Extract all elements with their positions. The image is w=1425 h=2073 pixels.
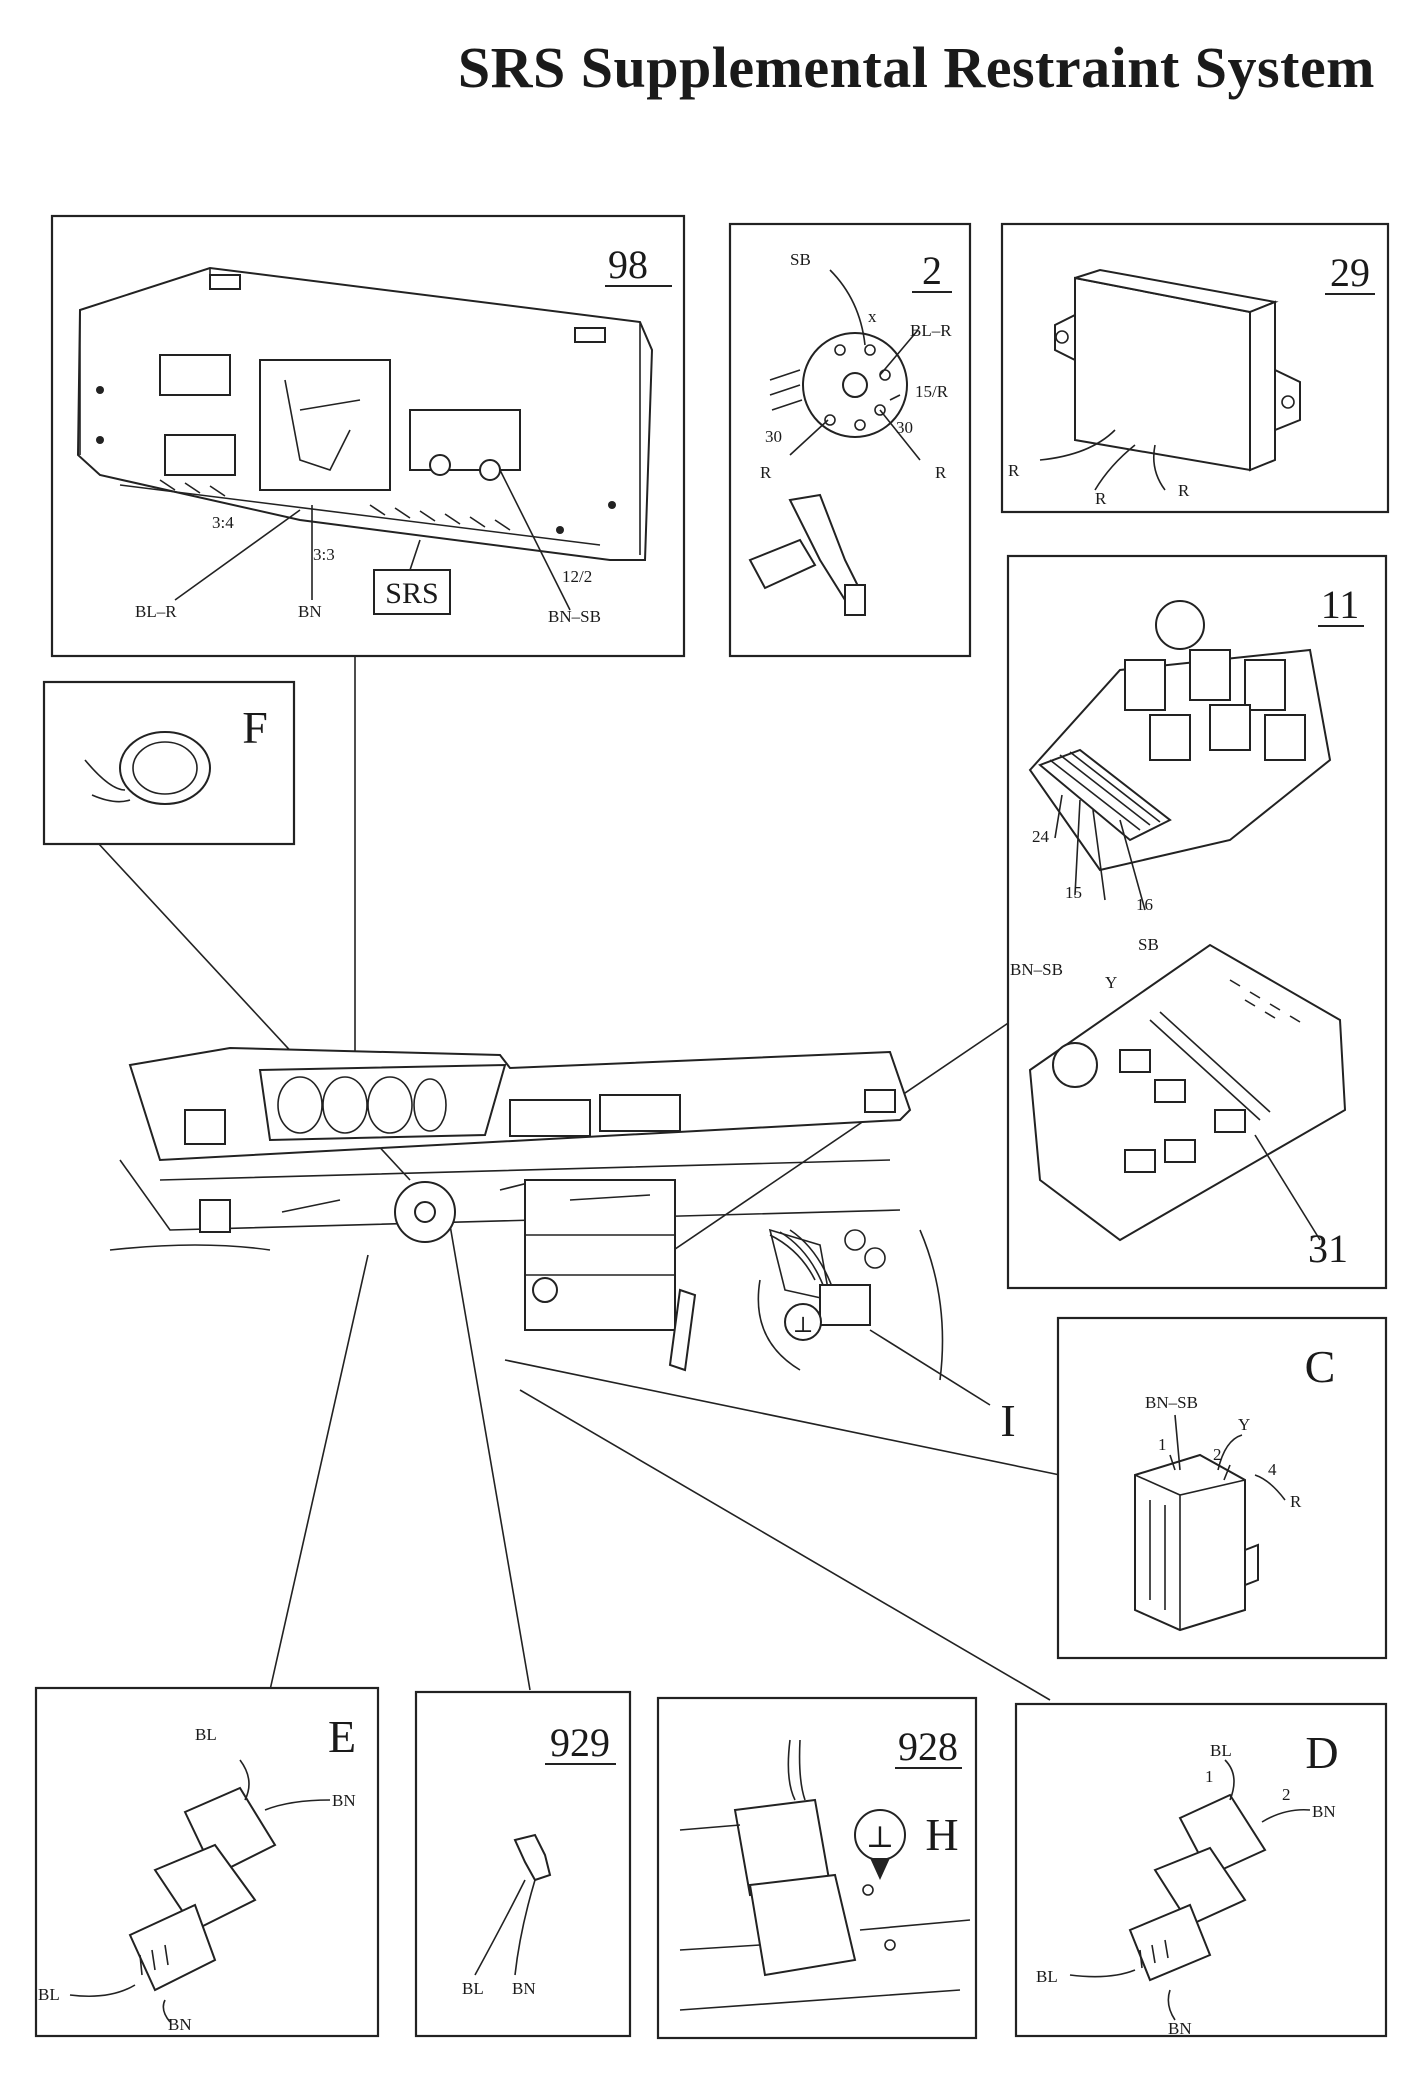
wire-r1-label: R — [1008, 461, 1020, 480]
wire-bn-bottom-label: BN — [1168, 2019, 1192, 2038]
panel-98-instrument-cluster: 98 3:4 3:3 BL–R BN SRS 12/2 BN–SB — [50, 214, 686, 658]
page-title: SRS Supplemental Restraint System — [457, 35, 1375, 100]
wire-y-label: Y — [1238, 1415, 1250, 1434]
wire-bn-top-label: BN — [1312, 1802, 1336, 1821]
ground-symbol-icon: ⊥ — [793, 1312, 814, 1337]
pin-24-label: 24 — [1032, 827, 1050, 846]
panel-929-number: 929 — [550, 1720, 610, 1765]
wire-bn-sb-label: BN–SB — [1145, 1393, 1198, 1412]
wire-r-right-label: R — [935, 463, 947, 482]
ground-symbol-icon: ⊥ — [866, 1821, 894, 1854]
pin-3-4-label: 3:4 — [212, 513, 234, 532]
panel-d-letter: D — [1305, 1727, 1338, 1778]
pin-2-label: 2 — [1213, 1445, 1222, 1464]
pin-4-label: 4 — [1268, 1460, 1277, 1479]
wire-bn-bottom-label: BN — [168, 2015, 192, 2034]
panel-11-number: 11 — [1321, 582, 1360, 627]
wire-sb-label: SB — [1138, 935, 1159, 954]
pin-31-label: 31 — [1308, 1226, 1348, 1271]
wire-bl-r-label: BL–R — [135, 602, 177, 621]
wire-bn-top-label: BN — [332, 1791, 356, 1810]
wire-bn-label: BN — [512, 1979, 536, 1998]
panel-11-fuse-box: 11 24 15 16 SB BN–SB Y 31 — [1006, 554, 1388, 1290]
panel-e-letter: E — [328, 1711, 356, 1762]
panel-f-contact-reel: F — [42, 680, 296, 846]
panel-29-number: 29 — [1330, 250, 1370, 295]
leader-lines — [97, 655, 1061, 1701]
wire-bn-sb-label: BN–SB — [1010, 960, 1063, 979]
srs-boxed-label: SRS — [385, 577, 438, 610]
panel-929-connector: 929 BL BN — [414, 1690, 632, 2038]
panel-c-letter: C — [1305, 1341, 1336, 1392]
wire-r2-label: R — [1095, 489, 1107, 508]
ground-i-letter: I — [1000, 1395, 1015, 1446]
pin-1-label: 1 — [1205, 1767, 1214, 1786]
wire-bl-top-label: BL — [195, 1725, 217, 1744]
pin-30-left-label: 30 — [765, 427, 782, 446]
wire-bl-r-label: BL–R — [910, 321, 952, 340]
dashboard-overview — [109, 1046, 912, 1372]
wire-sb-label: SB — [790, 250, 811, 269]
pin-3-3-label: 3:3 — [313, 545, 335, 564]
panel-f-letter: F — [242, 702, 268, 753]
panel-98-number: 98 — [608, 242, 648, 287]
wire-bl-top-label: BL — [1210, 1741, 1232, 1760]
wire-bl-bottom-label: BL — [1036, 1967, 1058, 1986]
pin-12-2-label: 12/2 — [562, 567, 592, 586]
pin-1-label: 1 — [1158, 1435, 1167, 1454]
wire-bl-label: BL — [462, 1979, 484, 1998]
panel-29-control-unit: 29 R R R — [1000, 222, 1390, 514]
wire-bn-label: BN — [298, 602, 322, 621]
wire-r3-label: R — [1178, 481, 1190, 500]
panel-928-ground: 928 ⊥ H — [656, 1696, 978, 2040]
pin-16-label: 16 — [1136, 895, 1153, 914]
panel-928-number: 928 — [898, 1724, 958, 1769]
pin-x-label: x — [868, 307, 877, 326]
pin-30-right-label: 30 — [896, 418, 913, 437]
panel-c-connector: C BN–SB 1 Y 2 4 R — [1056, 1316, 1388, 1660]
ground-point-i: ⊥ I — [757, 1228, 1016, 1446]
ground-h-letter: H — [925, 1809, 958, 1860]
pin-15-label: 15 — [1065, 883, 1082, 902]
pin-2-label: 2 — [1282, 1785, 1291, 1804]
panel-d-connector: D BL 1 2 BN BL BN — [1014, 1702, 1388, 2038]
wire-r-label: R — [1290, 1492, 1302, 1511]
panel-e-connector: E BL BN BL BN — [34, 1686, 380, 2038]
panel-2-ignition-switch: 2 SB x BL–R 15/R 30 30 R R — [728, 222, 972, 658]
wire-r-left-label: R — [760, 463, 772, 482]
panel-2-number: 2 — [922, 248, 942, 293]
wire-bn-sb-label: BN–SB — [548, 607, 601, 626]
pin-15-r-label: 15/R — [915, 382, 949, 401]
wire-y-label: Y — [1105, 973, 1117, 992]
wire-bl-bottom-label: BL — [38, 1985, 60, 2004]
